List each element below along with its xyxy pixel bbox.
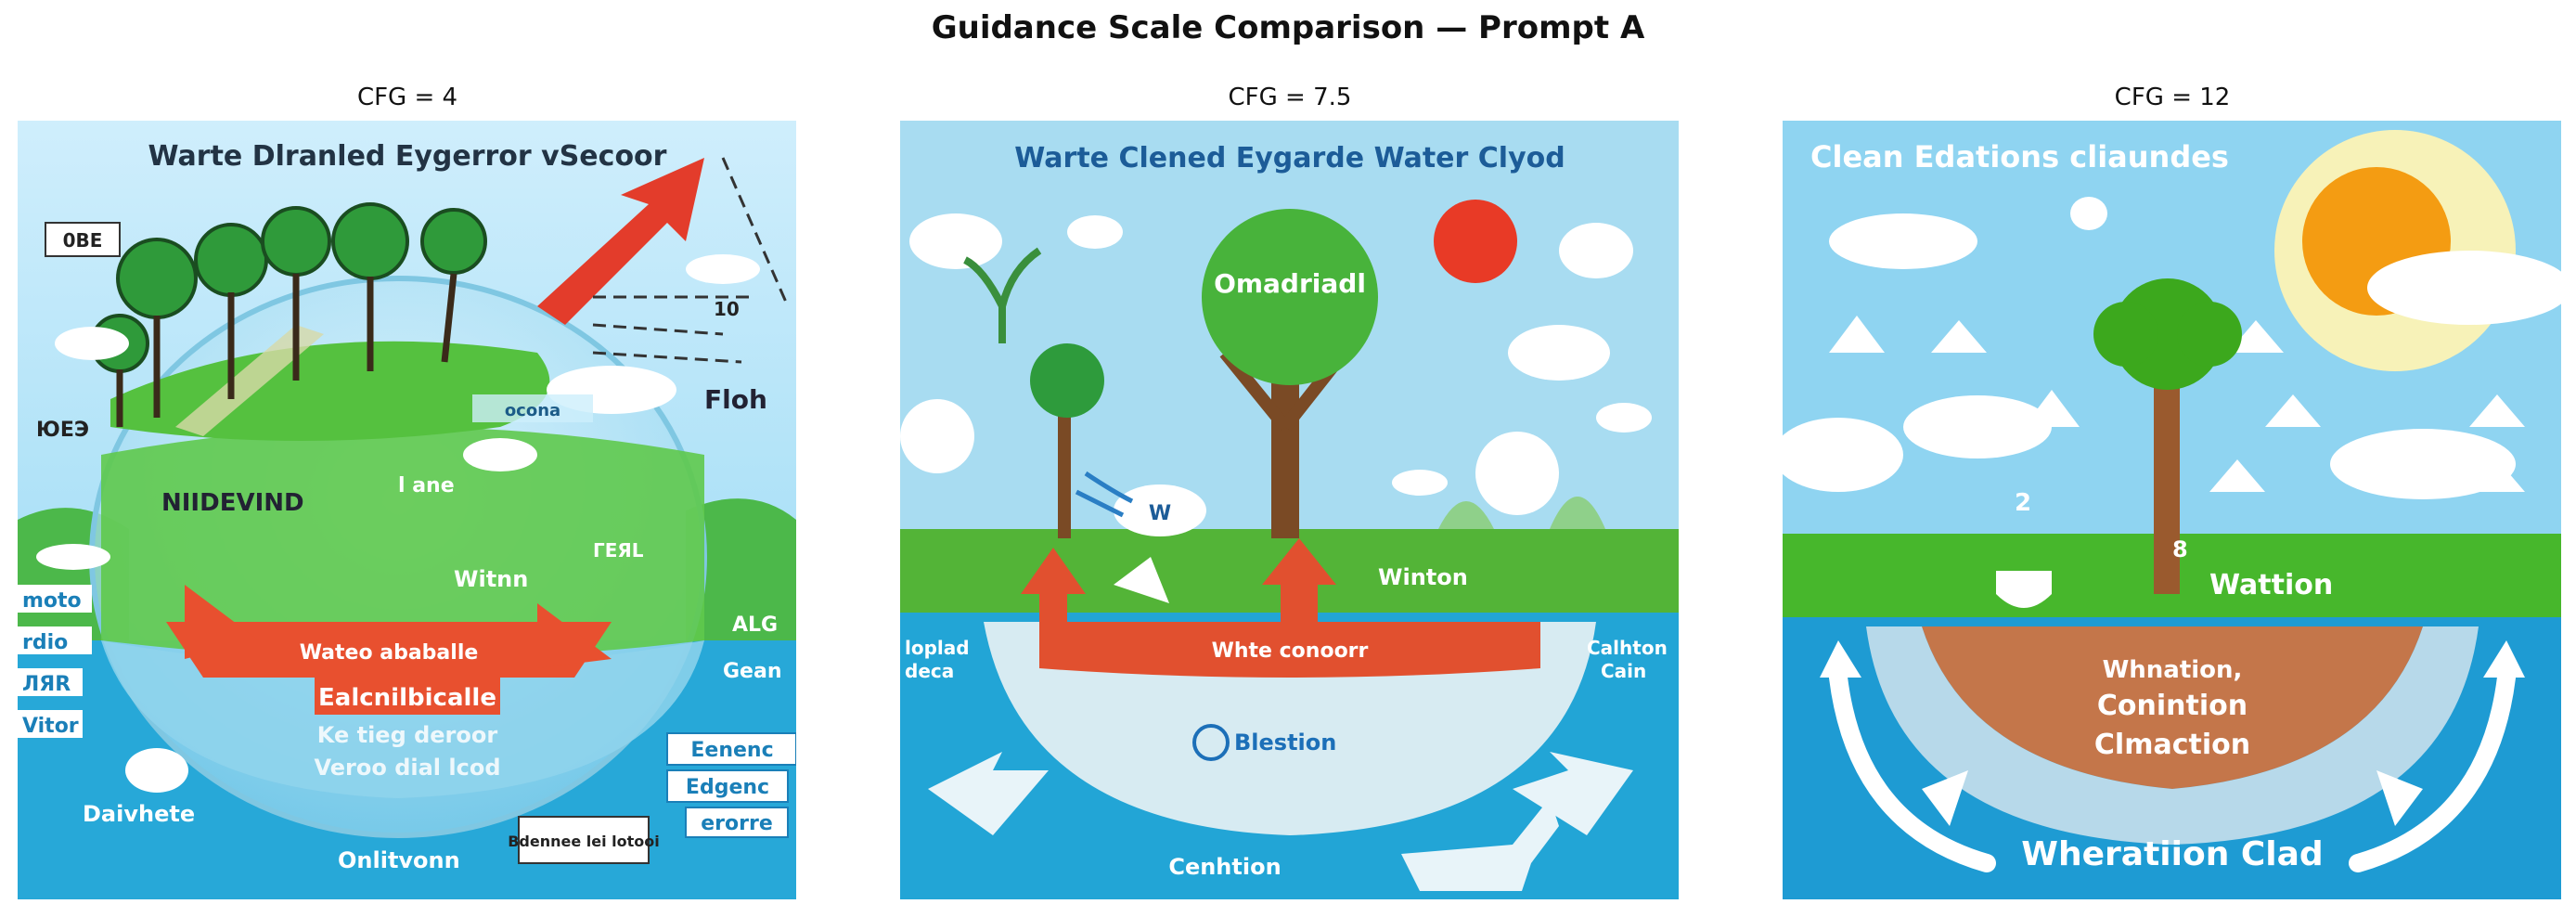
panel-title-cfg-4: CFG = 4 [356,84,458,111]
panel1-right-box-1: Eenenc [690,739,773,762]
panel1-label-kindevind: NIIDEVIND [161,489,304,517]
panel3-soil-3: Clmaction [2094,729,2250,761]
panel1-bottom-mid: Onlitvonn [338,847,460,873]
panel3-label-2: 2 [2015,489,2031,517]
figure-title: Guidance Scale Comparison — Prompt A [931,9,1645,46]
panel3-bottom: Wheratiion Clad [2021,835,2323,873]
panel1-label-numbers: 10 [714,298,740,320]
panel1-label-leal: ГЕЯL [593,539,644,562]
generated-image-cfg-12: Clean Edations cliaundes 2 8 Wattion Whn… [1783,121,2561,899]
panel1-bottom-left: Daivhete [83,801,195,827]
panel1-banner-red-2: Ealcnilbicalle [318,684,496,712]
panel1-left-tag-1: moto [22,589,82,613]
panel3-label-8: 8 [2172,536,2188,562]
panel1-right-box-2: Edgenc [686,776,769,799]
panel3-soil-1: Whnation, [2103,656,2243,684]
panel2-banner-red: Whte conoorr [1212,639,1369,663]
panel3-headline: Clean Edations cliaundes [1810,139,2229,174]
panel3-ground-label: Wattion [2209,569,2333,601]
panel2-headline: Warte Clened Eygarde Water Clyod [1014,142,1565,174]
panel-title-cfg-12: CFG = 12 [2114,84,2231,111]
panel1-banner-red: Wateo ababalle [300,641,479,665]
panel2-right-tag: Calhton [1587,637,1668,659]
panel1-tag-left-top: 0BE [63,229,103,252]
panel1-blurred-2: Veroo dial lcod [314,755,500,781]
panel3-soil-2: Conintion [2097,690,2248,722]
panel2-tree-label: Omadriadl [1214,268,1366,299]
panel1-right-box-3: erorre [701,812,773,835]
panel1-blurred-1: Ke tieg deroor [317,722,498,748]
panel1-label-witnn: Witnn [454,566,528,592]
panel1-left-tag-3: ЛЯR [22,673,71,696]
panel1-tag-left-mid: ЮЕЭ [36,419,89,442]
panel1-bottom-box: Bdennee lei lotooi [508,833,660,850]
panel1-headline: Warte Dlranled Eygerror vSecoor [148,140,667,173]
panel2-bottom: Cenhtion [1168,854,1281,880]
generated-image-cfg-4: Warte Dlranled Eygerror vSecoor 0BE ЮЕЭ … [18,121,796,899]
panel1-label-flow: Floh [704,384,767,415]
panel1-left-tag-4: Vitor [22,715,79,738]
panel-title-cfg-7-5: CFG = 7.5 [1228,84,1352,111]
panel1-label-tecona: ocona [505,401,560,420]
panel1-left-tag-2: rdio [22,631,68,654]
panel2-label-bleation: Blestion [1234,730,1336,756]
panel2-right-tag-2: Cain [1601,660,1646,682]
panel2-label-w: W [1149,502,1171,525]
panel1-right-tag-2: Gean [723,660,782,683]
panel1-right-tag-1: ALG [732,613,778,637]
panel1-label-lane: l ane [398,474,455,497]
panel2-left-tag-2: deca [905,660,954,682]
generated-image-cfg-7-5: Warte Clened Eygarde Water Clyod Omadria… [900,121,1679,899]
panel2-left-tag: loplad [905,637,970,659]
panel2-ground-label: Winton [1378,564,1468,590]
